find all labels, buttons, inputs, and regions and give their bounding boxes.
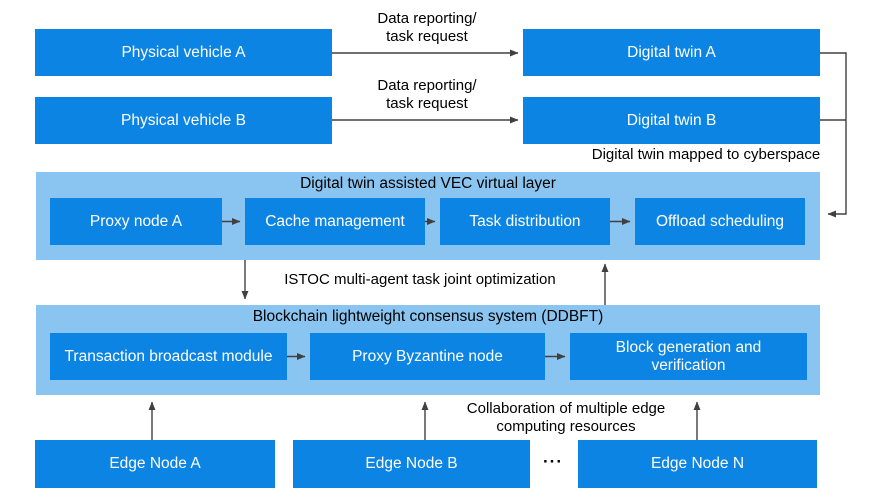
- physical-vehicle-b-box: Physical vehicle B: [35, 97, 332, 144]
- edge-node-a-box: Edge Node A: [35, 440, 275, 488]
- physical-vehicle-a-box: Physical vehicle A: [35, 29, 332, 76]
- edge-node-n-box: Edge Node N: [578, 440, 817, 488]
- edge-node-b-box: Edge Node B: [293, 440, 530, 488]
- transaction-broadcast-box: Transaction broadcast module: [50, 333, 287, 380]
- digital-twin-a-box: Digital twin A: [523, 29, 820, 76]
- mapped-to-cyberspace-label: Digital twin mapped to cyberspace: [591, 146, 821, 163]
- proxy-byzantine-box: Proxy Byzantine node: [310, 333, 545, 380]
- cache-management-box: Cache management: [245, 198, 425, 245]
- block-generation-box: Block generation and verification: [570, 333, 807, 380]
- data-reporting-label-a: Data reporting/ task request: [377, 10, 477, 45]
- task-distribution-box: Task distribution: [440, 198, 610, 245]
- ellipsis-label: ···: [543, 452, 563, 471]
- digital-twin-b-box: Digital twin B: [523, 97, 820, 144]
- arrow-twins-to-vec-layer: [820, 52, 847, 218]
- proxy-node-a-box: Proxy node A: [50, 198, 222, 245]
- blockchain-layer-title: Blockchain lightweight consensus system …: [252, 308, 604, 325]
- offload-scheduling-box: Offload scheduling: [635, 198, 805, 245]
- data-reporting-label-b: Data reporting/ task request: [377, 77, 477, 112]
- vec-layer-title: Digital twin assisted VEC virtual layer: [300, 175, 556, 192]
- collaboration-label: Collaboration of multiple edge computing…: [466, 400, 666, 435]
- istoc-optimization-label: ISTOC multi-agent task joint optimizatio…: [284, 271, 556, 288]
